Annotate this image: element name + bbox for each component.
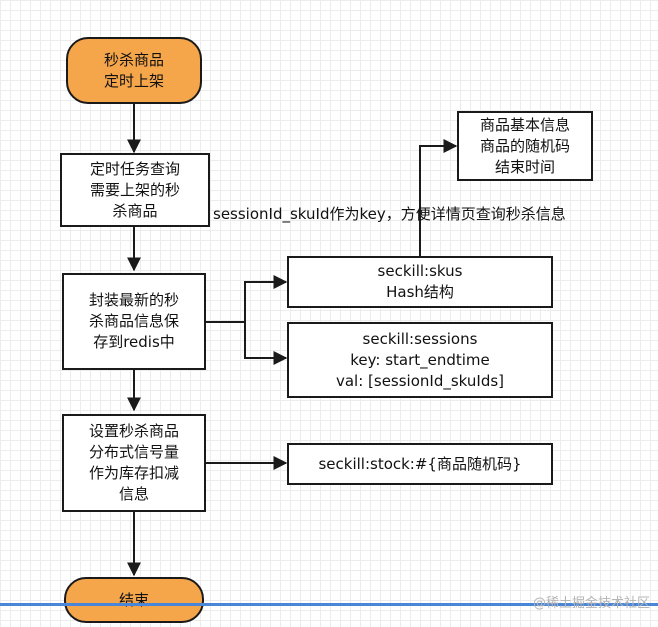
end-node: 结束 [64,577,204,623]
arrow-save-to-sessions [244,322,288,365]
start-node: 秒杀商品 定时上架 [66,37,202,104]
product-info-box: 商品基本信息 商品的随机码 结束时间 [457,111,593,181]
semaphore-node: 设置秒杀商品 分布式信号量 作为库存扣减 信息 [62,414,206,512]
watermark: @稀土掘金技术社区 [532,596,650,611]
arrow-save-to-skus [206,275,288,323]
key-annotation: sessionId_skuId作为key，方便详情页查询秒杀信息 [213,205,566,223]
bottom-accent-line [0,603,658,606]
seckill-sessions-box: seckill:sessions key: start_endtime val:… [287,322,553,398]
seckill-stock-box: seckill:stock:#{商品随机码} [287,443,553,485]
seckill-skus-box: seckill:skus Hash结构 [287,256,553,308]
save-to-redis-node: 封装最新的秒 杀商品信息保 存到redis中 [62,273,206,370]
arrow-skus-to-info [419,139,458,256]
query-task-node: 定时任务查询 需要上架的秒 杀商品 [60,153,210,227]
